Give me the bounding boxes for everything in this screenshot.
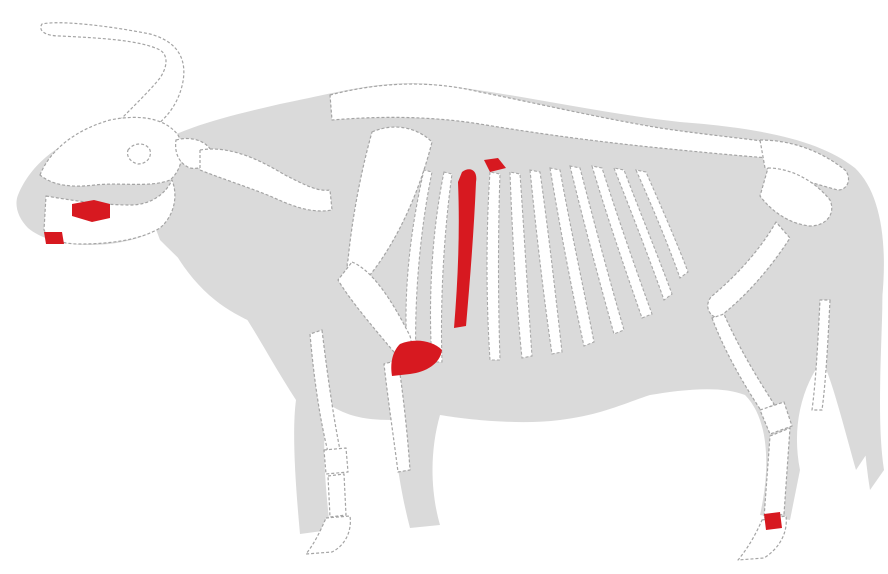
cranium (40, 117, 182, 186)
near-carpal (324, 448, 348, 474)
highlight-mandible-incisor (44, 232, 64, 244)
highlight-metatarsal-distal (764, 512, 782, 530)
near-metacarpal (328, 474, 346, 517)
rib-4 (487, 172, 500, 360)
horn (41, 23, 184, 135)
